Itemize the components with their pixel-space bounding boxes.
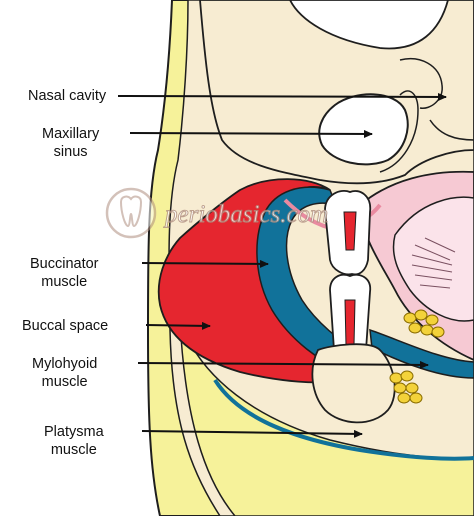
watermark-logo	[105, 187, 157, 239]
nasal-turbinate	[399, 58, 443, 109]
label-maxillary-sinus: Maxillary sinus	[42, 126, 100, 160]
arrow-buccal-space	[145, 321, 211, 330]
arrow-nasal-cavity	[117, 92, 447, 101]
tongue-texture	[411, 237, 456, 289]
nasal-cavity-shape	[288, 0, 449, 50]
platysma-shape	[213, 378, 474, 461]
watermark-text: periobasics.com	[163, 201, 328, 228]
gland-cluster-upper	[403, 309, 445, 338]
arrow-buccinator	[141, 259, 269, 268]
tongue	[392, 196, 474, 322]
upper-tooth-pulp	[343, 211, 357, 251]
lower-tooth-pulp	[344, 299, 356, 346]
gland-cluster-lower	[389, 370, 423, 404]
arrow-platysma	[141, 429, 363, 438]
sinus-wall	[379, 90, 419, 173]
arrow-maxillary-sinus	[129, 129, 373, 138]
mylohyoid-shape	[369, 328, 474, 379]
mandible-bone	[311, 343, 396, 424]
nasal-septum-edge	[429, 119, 474, 141]
label-buccal-space: Buccal space	[22, 318, 109, 334]
label-buccinator-muscle: Buccinator muscle	[30, 256, 99, 290]
arrow-mylohyoid	[137, 360, 429, 369]
label-mylohyoid-muscle: Mylohyoid muscle	[32, 356, 98, 390]
label-platysma-muscle: Platysma muscle	[44, 424, 104, 458]
label-nasal-cavity: Nasal cavity	[28, 88, 107, 104]
